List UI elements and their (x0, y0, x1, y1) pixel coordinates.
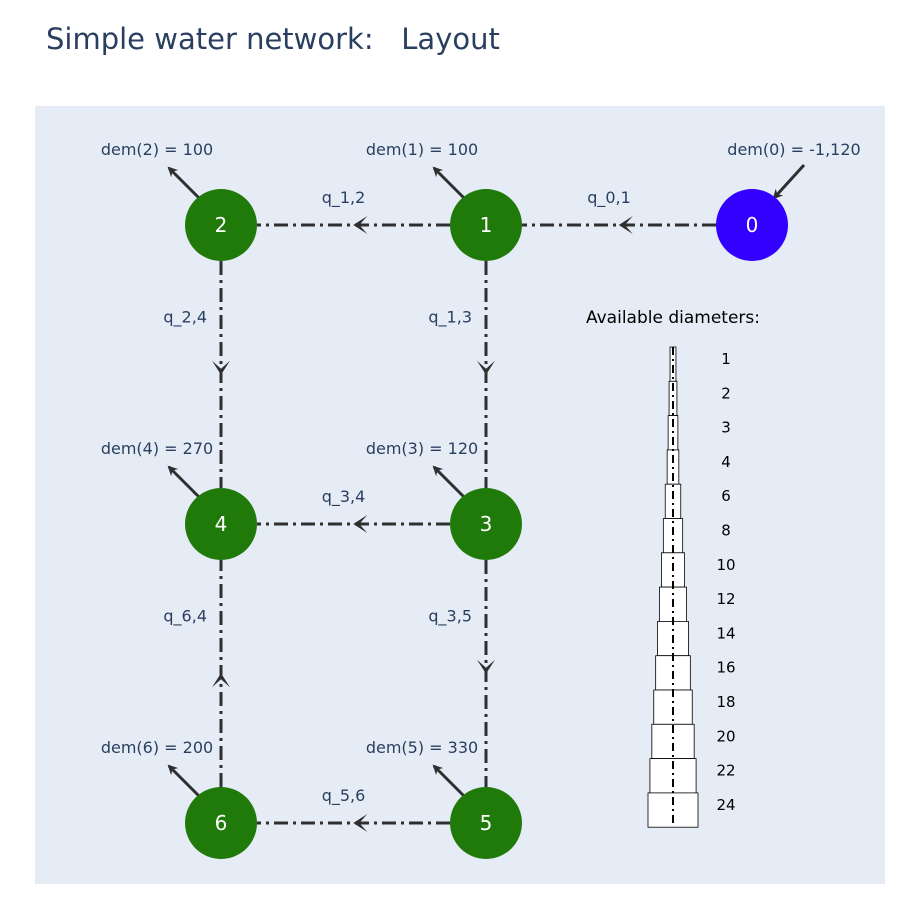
edge-label: q_5,6 (322, 786, 366, 806)
flow-direction-icon (477, 360, 495, 375)
diameter-label: 2 (721, 384, 731, 402)
flow-direction-icon (618, 216, 633, 234)
supply-arrow (772, 163, 806, 200)
flow-direction-icon (212, 360, 230, 375)
edge-label: q_2,4 (163, 308, 207, 328)
demand-arrow (167, 465, 201, 499)
page-title: Simple water network: Layout (46, 22, 500, 56)
node-label: 0 (746, 213, 759, 237)
demand-label: dem(1) = 100 (366, 140, 478, 159)
diameter-label: 1 (721, 350, 731, 368)
diameter-label: 4 (721, 453, 731, 471)
demand-label: dem(4) = 270 (101, 439, 213, 458)
demand-label: dem(5) = 330 (366, 738, 478, 757)
diameter-label: 3 (721, 419, 731, 437)
demand-arrow (432, 166, 466, 200)
demand-arrow (167, 166, 201, 200)
demand-label: dem(0) = -1,120 (727, 140, 860, 159)
diameter-label: 18 (716, 693, 735, 711)
demand-arrow (167, 764, 201, 798)
edge-label: q_0,1 (587, 188, 631, 208)
demand-label: dem(6) = 200 (101, 738, 213, 757)
diameter-legend: Available diameters: 1234681012141618202… (586, 308, 760, 828)
edge-label: q_3,4 (322, 487, 366, 507)
node-3 (450, 488, 522, 560)
node-label: 2 (215, 213, 228, 237)
diameter-label: 10 (716, 556, 735, 574)
node-1 (450, 189, 522, 261)
demand-arrow (432, 764, 466, 798)
node-label: 5 (480, 811, 493, 835)
edge-label: q_6,4 (163, 607, 207, 627)
edge-label: q_1,2 (322, 188, 366, 208)
edge-label: q_1,3 (428, 308, 472, 328)
node-label: 4 (215, 512, 228, 536)
diameter-label: 14 (716, 624, 735, 642)
diameter-label: 24 (716, 796, 735, 814)
node-2 (185, 189, 257, 261)
node-label: 1 (480, 213, 493, 237)
legend-title: Available diameters: (586, 308, 760, 328)
node-6 (185, 787, 257, 859)
diameter-label: 20 (716, 727, 735, 745)
node-label: 3 (480, 512, 493, 536)
flow-direction-icon (477, 659, 495, 674)
flow-direction-icon (353, 515, 368, 533)
diameter-label: 12 (716, 590, 735, 608)
demand-label: dem(3) = 120 (366, 439, 478, 458)
flow-direction-icon (353, 216, 368, 234)
node-5 (450, 787, 522, 859)
edge-label: q_3,5 (428, 607, 472, 627)
edges-layer (212, 216, 716, 832)
node-0 (716, 189, 788, 261)
diameter-label: 16 (716, 659, 735, 677)
node-4 (185, 488, 257, 560)
diameter-label: 22 (716, 762, 735, 780)
demand-label: dem(2) = 100 (101, 140, 213, 159)
diameter-label: 6 (721, 487, 731, 505)
flow-direction-icon (212, 673, 230, 688)
edge-labels-layer: q_0,1 q_1,2 q_1,3 q_2,4 q_3,4 q_3,5 q_6,4 q_5,6 (163, 188, 630, 806)
demand-arrow (432, 465, 466, 499)
diameter-label: 8 (721, 522, 731, 540)
node-label: 6 (215, 811, 228, 835)
demand-arrows-layer: dem(0) = -1,120 dem(1) = 100 dem(2) = 100 d… (101, 140, 861, 798)
flow-direction-icon (353, 814, 368, 832)
